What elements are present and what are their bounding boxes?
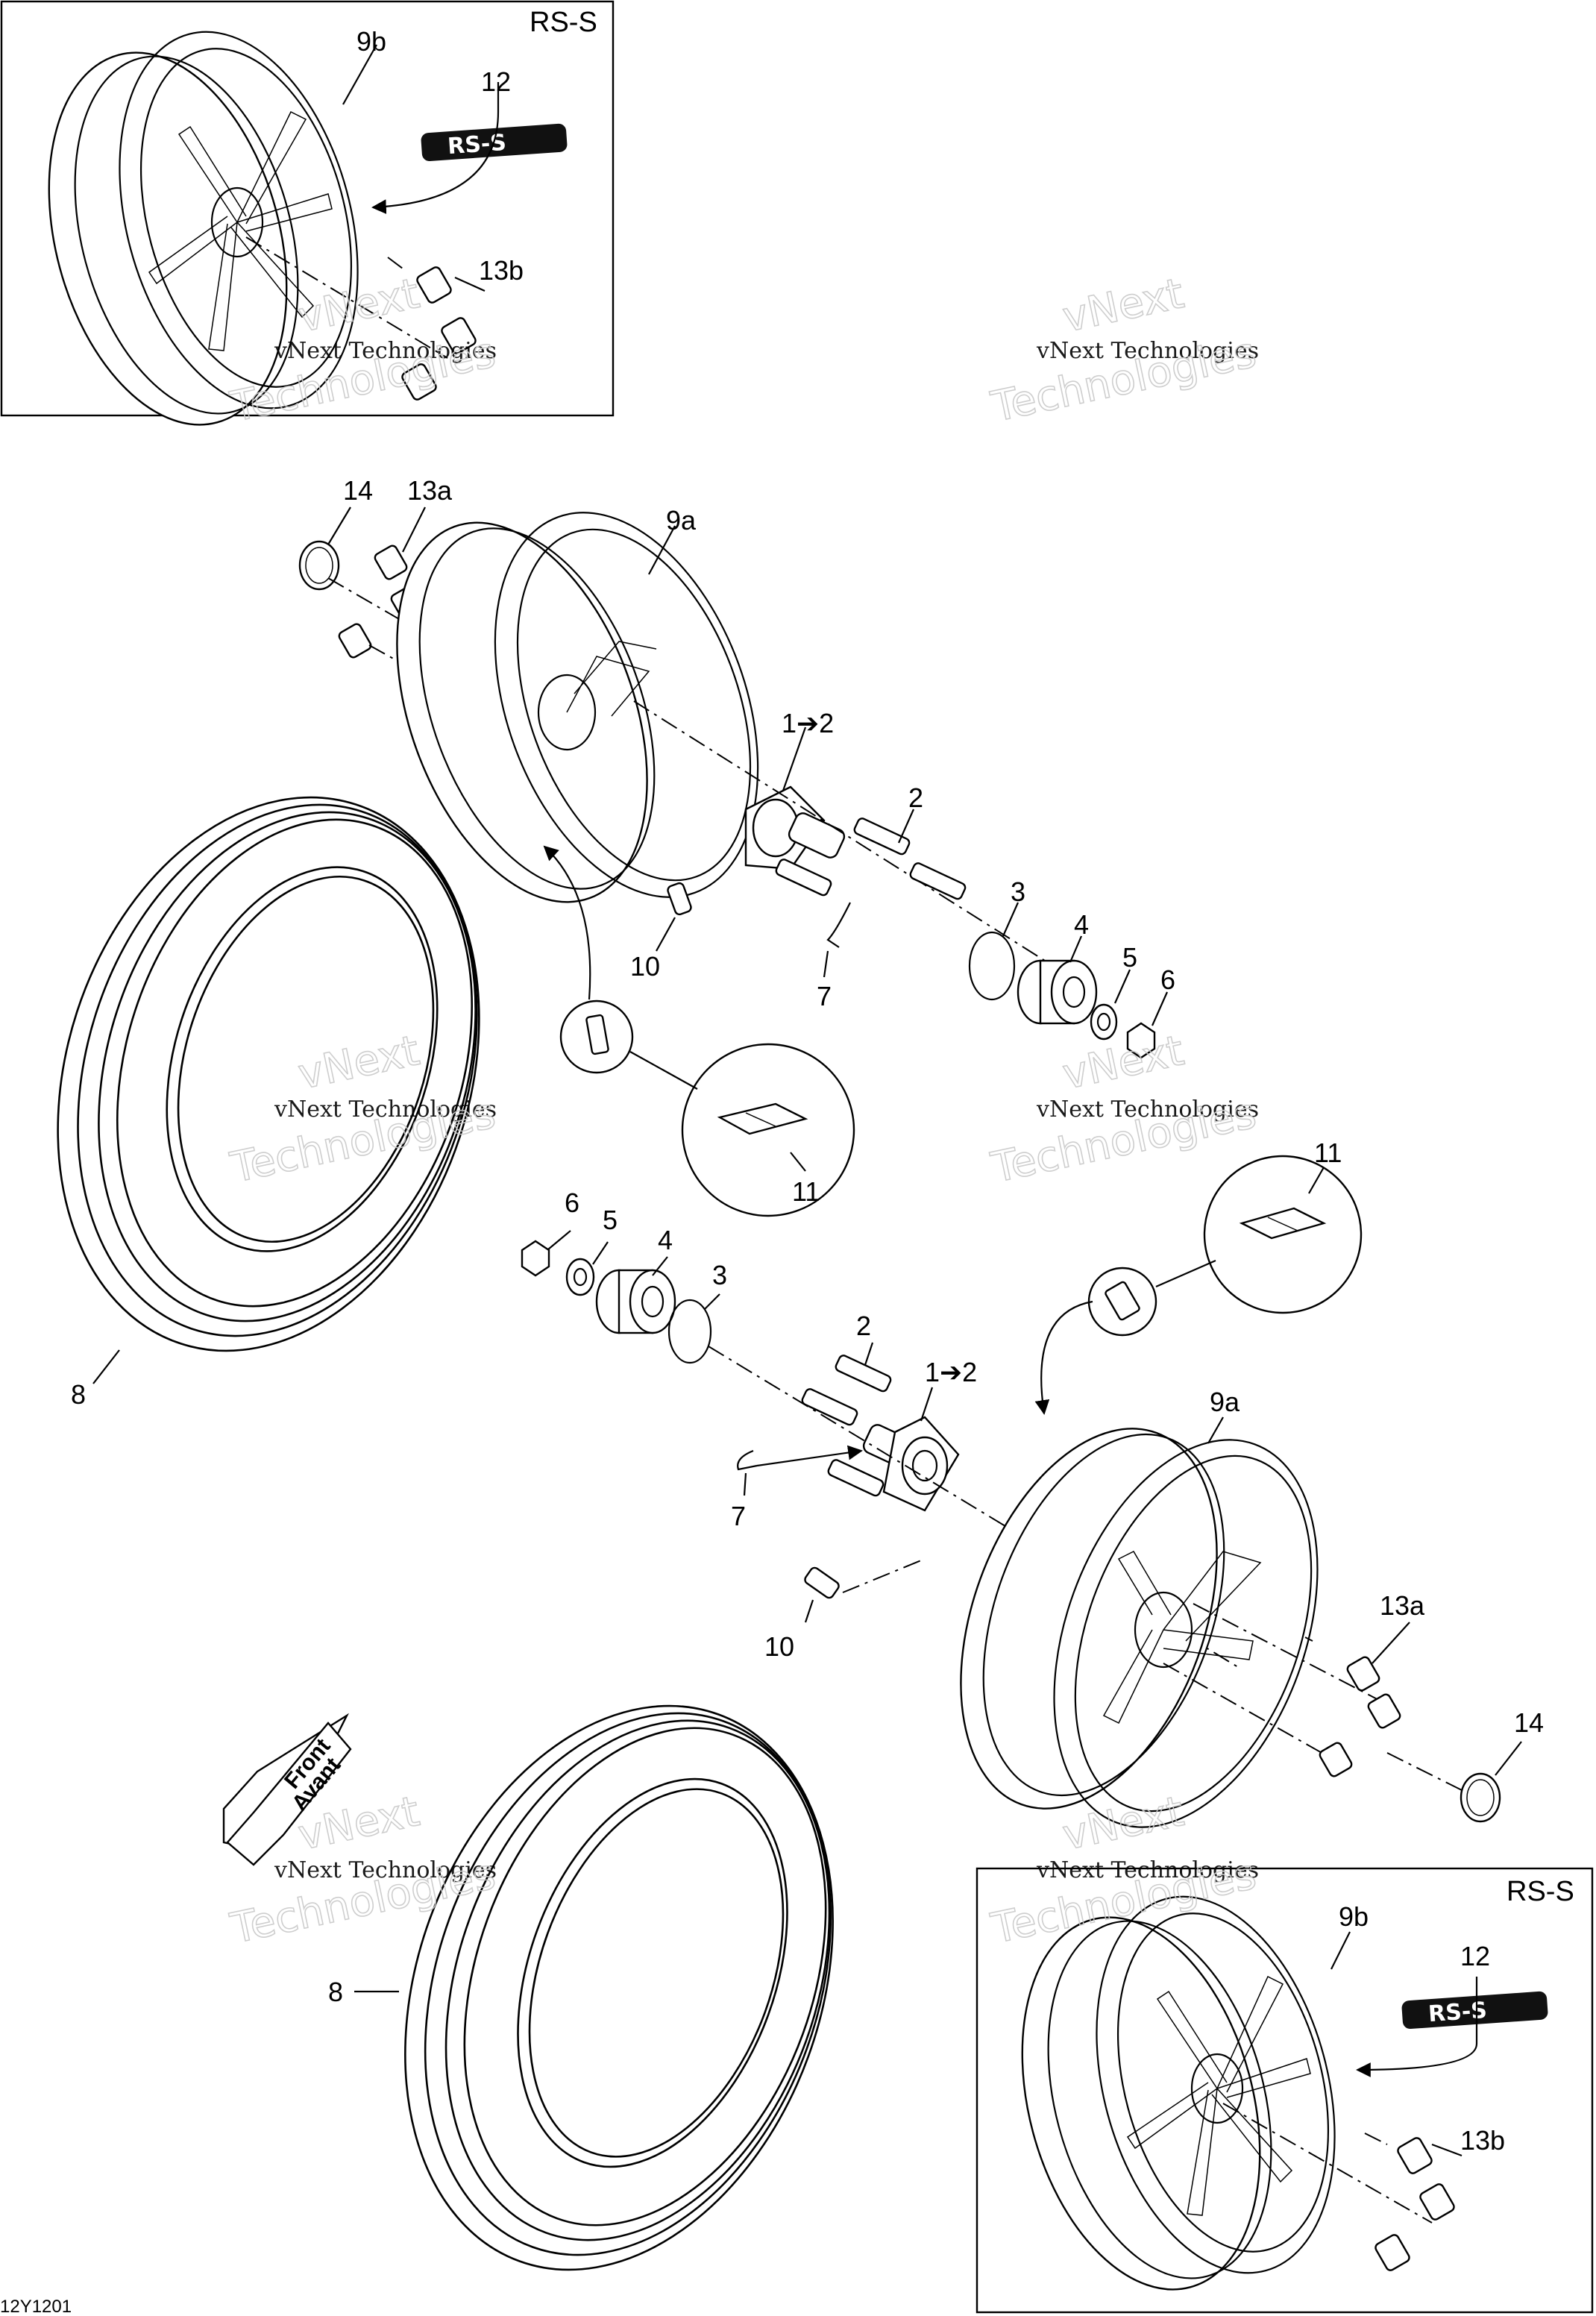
- callout-8-bottom: 8: [328, 1977, 343, 2007]
- callout-1to2-lower: 1➔2: [925, 1357, 977, 1387]
- callout-12-top: 12: [481, 66, 511, 97]
- lower-wheel-assembly: 11 6 5 4 3: [521, 1137, 1544, 1828]
- callout-10-upper: 10: [630, 951, 660, 982]
- callout-8-left: 8: [71, 1379, 86, 1410]
- callout-13a-lower: 13a: [1380, 1590, 1425, 1621]
- callout-6-lower: 6: [565, 1187, 579, 1218]
- wheel-9a-lower: 9a: [960, 1387, 1319, 1828]
- hub-1-2-upper: [633, 700, 1060, 970]
- lug-nuts-13a-lower: 13a: [1163, 1590, 1425, 1777]
- bearing-4-upper: [1017, 935, 1098, 1025]
- watermark-4: vNext vNext Technologies Technologies: [987, 1026, 1261, 1193]
- callout-3-lower: 3: [712, 1260, 727, 1290]
- valve-stem-10-lower: 10: [764, 1558, 926, 1662]
- callout-6-upper: 6: [1160, 964, 1175, 995]
- callout-14-upper: 14: [343, 475, 373, 506]
- wheel-9a-upper: [396, 512, 759, 903]
- watermark-2: vNext vNext Technologies Technologies: [987, 269, 1261, 432]
- callout-9a-upper: 9a: [666, 505, 697, 536]
- nut-6-upper: [1126, 991, 1169, 1059]
- callout-1to2-upper: 1➔2: [782, 708, 834, 738]
- callout-9b-bottom: 9b: [1339, 1901, 1369, 1932]
- callout-9b-top: 9b: [356, 26, 386, 57]
- valve-stem-10-upper: [656, 882, 692, 952]
- svg-text:vNext Technologies: vNext Technologies: [1036, 1096, 1259, 1123]
- callout-13b-bottom: 13b: [1460, 2125, 1505, 2156]
- variant-tag-bottom: RS-S: [1507, 1876, 1574, 1907]
- callout-7-lower: 7: [731, 1501, 746, 1531]
- figure-code: 12Y1201: [0, 2297, 72, 2316]
- callout-12-bottom: 12: [1460, 1941, 1490, 1971]
- svg-text:vNext Technologies: vNext Technologies: [274, 338, 497, 364]
- lug-nuts-13b-top: [245, 236, 486, 401]
- svg-text:vNext Technologies: vNext Technologies: [274, 1096, 497, 1123]
- callout-9a-lower: 9a: [1210, 1387, 1240, 1417]
- svg-text:vNext: vNext: [1058, 269, 1188, 342]
- center-cap-14-upper: [298, 506, 351, 591]
- callout-7-upper: 7: [817, 981, 832, 1011]
- washer-5-upper: [1090, 969, 1131, 1041]
- circlip-3-lower: 3: [667, 1260, 727, 1364]
- callout-5-upper: 5: [1122, 942, 1137, 973]
- svg-text:vNext Technologies: vNext Technologies: [1036, 1857, 1259, 1883]
- emblem-12-top: RS-S: [371, 82, 568, 215]
- bolts-2-lower: 2: [801, 1311, 892, 1497]
- svg-text:vNext: vNext: [294, 1026, 424, 1099]
- svg-text:vNext: vNext: [294, 269, 424, 342]
- variant-tag: RS-S: [530, 7, 597, 38]
- emblem-text: RS-S: [447, 130, 507, 160]
- inset-frame-bottom: [975, 1867, 1594, 2314]
- inset-rs-s-bottom: RS-S 9b RS-S 12: [975, 1867, 1594, 2314]
- cotter-pin-7-lower: 7: [731, 1445, 863, 1531]
- svg-text:vNext Technologies: vNext Technologies: [1036, 338, 1259, 364]
- callout-13b-top: 13b: [479, 255, 524, 286]
- callout-2-lower: 2: [856, 1311, 871, 1341]
- hub-1-2-lower: 1➔2: [708, 1346, 1239, 1668]
- balance-weight-detail-lower: 11: [1034, 1137, 1363, 1415]
- emblem-text-bottom: RS-S: [1427, 1998, 1488, 2027]
- callout-3-upper: 3: [1011, 876, 1025, 907]
- washer-5-lower: 5: [565, 1205, 618, 1296]
- tire-8-bottom: 8: [328, 1704, 834, 2271]
- callout-2-upper: 2: [908, 782, 923, 813]
- watermark-3: vNext vNext Technologies Technologies: [226, 1026, 500, 1193]
- wheel-9b-top: [48, 31, 359, 426]
- callout-10-lower: 10: [764, 1631, 794, 1662]
- upper-wheel-assembly: 14 13a 9a 1➔2 2 3 4 5 6 7 10 11: [298, 475, 1175, 1217]
- nut-6-lower: 6: [521, 1187, 579, 1277]
- bolts-2-upper: [775, 809, 967, 900]
- callout-4-lower: 4: [658, 1225, 673, 1255]
- callout-5-lower: 5: [603, 1205, 618, 1235]
- lug-nuts-13b-bottom: 13b: [1222, 2103, 1505, 2271]
- tire-8-left: 8: [57, 796, 480, 1410]
- bearing-4-lower: 4: [595, 1225, 676, 1334]
- wheel-9b-bottom: 9b: [1021, 1895, 1369, 2291]
- circlip-3-upper: [968, 902, 1020, 1001]
- callout-11-upper: 11: [792, 1176, 820, 1207]
- emblem-12-bottom: RS-S 12: [1356, 1941, 1548, 2077]
- callout-11-lower: 11: [1314, 1137, 1342, 1168]
- callout-14-lower: 14: [1514, 1707, 1544, 1738]
- inset-rs-s-top: RS-S RS-S: [0, 0, 615, 426]
- svg-text:vNext Technologies: vNext Technologies: [274, 1857, 497, 1883]
- balance-weight-detail-upper: [543, 845, 855, 1217]
- svg-text:vNext: vNext: [1058, 1026, 1188, 1099]
- cotter-pin-7-upper: [823, 902, 851, 978]
- leader-9b-top: [342, 44, 377, 105]
- callout-13a-upper: 13a: [407, 475, 453, 506]
- callout-4-upper: 4: [1074, 909, 1089, 940]
- inset-frame: [0, 0, 615, 417]
- center-cap-14-lower: 14: [1386, 1707, 1544, 1823]
